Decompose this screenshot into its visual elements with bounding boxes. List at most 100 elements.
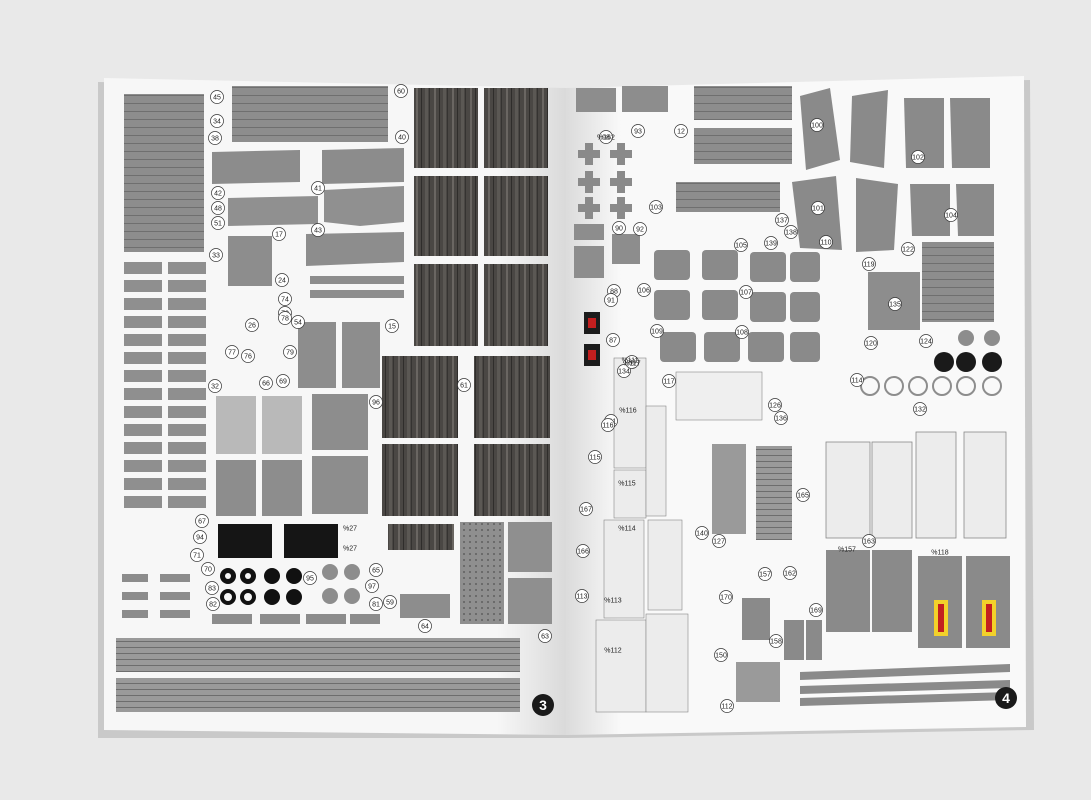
- left-part-label-bubble-10: [311, 223, 325, 237]
- left-part-label-9: 41: [311, 181, 325, 195]
- right-part-label-text-52: %115: [618, 481, 635, 488]
- left-part-label-text-40: %27: [343, 526, 357, 533]
- left-part-label-text-22: 66: [262, 381, 270, 388]
- left-part-label-text-19: 76: [244, 354, 252, 361]
- right-part-label-text-43: 167: [580, 507, 592, 514]
- right-part-label-bubble-30: [768, 398, 782, 412]
- part-panel-light-1: [216, 396, 256, 454]
- wheel-row: [860, 330, 1002, 396]
- part-plate-a: [712, 444, 746, 534]
- right-part-label-bubble-38: [783, 566, 797, 580]
- right-part-label-20: 107: [739, 285, 753, 299]
- right-part-label-bubble-1: [631, 124, 645, 138]
- right-part-label-bubble-31: [774, 411, 788, 425]
- right-part-label-37: 150: [714, 648, 728, 662]
- left-part-label-bubble-25: [457, 378, 471, 392]
- right-part-label-text-42: 169: [810, 608, 822, 615]
- part-top-box-b: [622, 86, 668, 112]
- right-part-label-18: 87: [606, 333, 620, 347]
- right-part-label-57: %117: [623, 361, 640, 368]
- part-fender-100b: [850, 90, 888, 168]
- left-part-label-27: 67: [195, 514, 209, 528]
- left-part-label-text-10: 43: [314, 228, 322, 235]
- right-part-label-bubble-9: [633, 222, 647, 236]
- right-part-label-bubble-29: [850, 373, 864, 387]
- left-part-label-bubble-30: [201, 562, 215, 576]
- right-part-label-24: 135: [888, 297, 902, 311]
- right-part-label-8: 90: [612, 221, 626, 235]
- left-page-number-text: 3: [539, 697, 547, 713]
- part-fender-104a: [910, 184, 950, 236]
- part-fender-102a: [904, 98, 944, 168]
- left-part-label-bubble-24: [208, 379, 222, 393]
- part-sign-red-1: [938, 604, 944, 632]
- part-block-92: [612, 234, 640, 264]
- part-black-1: [218, 524, 272, 558]
- left-part-label-text-11: 17: [275, 232, 283, 239]
- right-part-label-text-40: 170: [720, 595, 732, 602]
- left-part-label-4: 40: [395, 130, 409, 144]
- right-part-label-text-48: 116: [602, 423, 613, 430]
- right-part-label-text-11: 138: [785, 230, 797, 237]
- right-part-label-bubble-36: [862, 534, 876, 548]
- part-fender-101b: [856, 178, 898, 252]
- left-part-label-bubble-12: [275, 273, 289, 287]
- part-plate-e: [736, 662, 780, 702]
- left-part-label-bubble-11: [272, 227, 286, 241]
- wheel-discs: [220, 564, 360, 605]
- part-box-162a: [825, 441, 871, 539]
- part-track-b: [508, 522, 552, 572]
- right-part-label-text-2: 12: [677, 129, 685, 136]
- right-part-label-bubble-18: [606, 333, 620, 347]
- left-part-label-6: 48: [211, 201, 225, 215]
- left-part-label-30: 70: [201, 562, 215, 576]
- left-part-label-bubble-36: [383, 595, 397, 609]
- left-part-label-bubble-33: [205, 581, 219, 595]
- left-part-label-text-25: 61: [460, 383, 468, 390]
- right-part-label-text-30: 126: [769, 403, 781, 410]
- right-part-label-text-13: 105: [735, 243, 747, 250]
- left-page-number: 3: [532, 694, 554, 716]
- right-part-label-text-57: %117: [623, 361, 640, 368]
- left-part-label-text-5: 42: [214, 191, 222, 198]
- left-part-label-bubble-29: [190, 548, 204, 562]
- part-lamp-2-red: [588, 350, 596, 360]
- left-part-label-text-7: 51: [214, 221, 222, 228]
- left-part-label-bubble-3: [394, 84, 408, 98]
- right-part-label-bubble-41: [769, 634, 783, 648]
- part-wood-2: [484, 88, 548, 168]
- part-block-90b: [574, 246, 604, 278]
- part-wood-11: [388, 524, 454, 550]
- part-beam-1: [116, 638, 520, 672]
- right-part-label-text-32: 132: [914, 407, 926, 414]
- left-part-label-40: %27: [343, 526, 357, 533]
- left-part-label-text-18: 77: [228, 350, 236, 357]
- left-part-label-bubble-17: [291, 315, 305, 329]
- part-frame-64: [400, 594, 450, 618]
- right-part-label-17: 91: [604, 293, 618, 307]
- right-part-label-text-54: %113: [604, 598, 621, 605]
- left-part-label-text-26: 96: [372, 400, 380, 407]
- right-part-label-text-58: %118: [931, 550, 948, 557]
- left-part-label-text-3: 60: [397, 89, 405, 96]
- right-part-label-bubble-27: [617, 364, 631, 378]
- right-part-label-text-35: 165: [797, 493, 809, 500]
- right-part-label-bubble-2: [674, 124, 688, 138]
- left-part-label-text-1: 34: [213, 119, 221, 126]
- right-part-label-10: 137: [775, 213, 789, 227]
- left-part-label-bubble-16: [245, 318, 259, 332]
- right-part-label-29: 114: [850, 373, 864, 387]
- part-wood-6: [484, 264, 548, 346]
- left-part-label-31: 95: [303, 571, 317, 585]
- right-part-label-22: 109: [650, 324, 664, 338]
- left-part-label-17: 54: [291, 315, 305, 329]
- right-part-label-bubble-7: [944, 208, 958, 222]
- left-part-label-text-23: 69: [279, 379, 287, 386]
- label-strips: [595, 357, 689, 713]
- right-part-label-2: 12: [674, 124, 688, 138]
- right-part-label-bubble-35: [796, 488, 810, 502]
- part-panel-6: [312, 456, 368, 514]
- part-panel-light-2: [262, 396, 302, 454]
- right-part-label-bubble-45: [575, 589, 589, 603]
- part-track-a: [460, 522, 504, 624]
